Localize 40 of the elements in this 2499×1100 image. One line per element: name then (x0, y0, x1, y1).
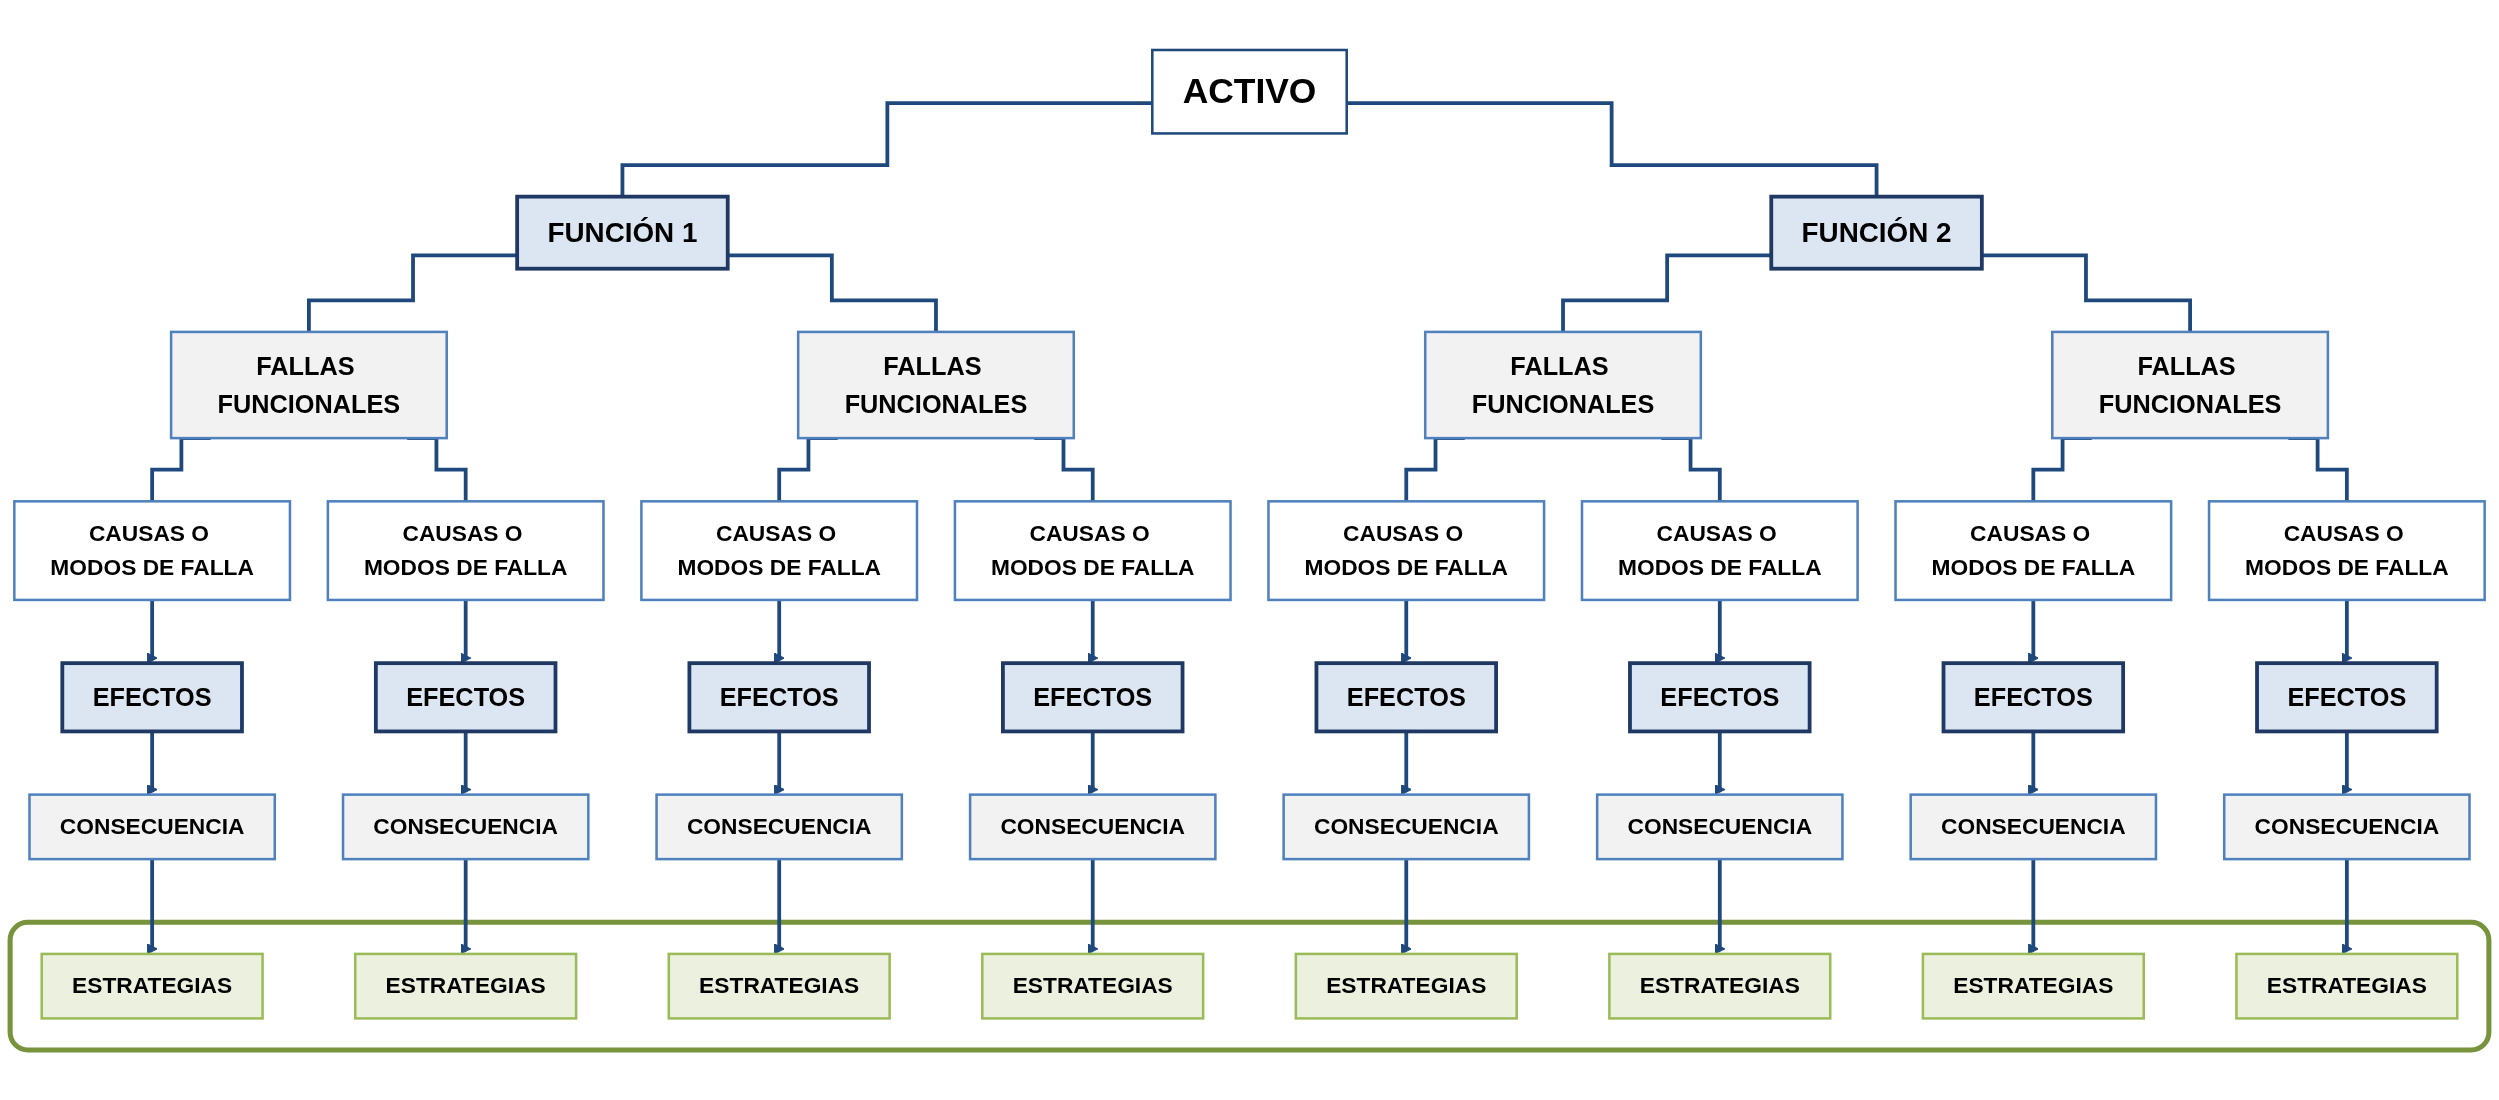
node-box: FALLAS FUNCIONALES (169, 330, 448, 440)
node-box: CONSECUENCIA (28, 793, 277, 861)
node-box: CONSECUENCIA (1595, 793, 1844, 861)
node-box: FALLAS FUNCIONALES (1423, 330, 1703, 440)
node-box: CAUSAS O MODOS DE FALLA (326, 500, 605, 602)
node-box: CONSECUENCIA (1909, 793, 2158, 861)
node-box: ESTRATEGIAS (40, 952, 264, 1020)
node-box: EFECTOS (60, 661, 244, 734)
node-box: FUNCIÓN 2 (1769, 194, 1984, 271)
node-box: FALLAS FUNCIONALES (796, 330, 1076, 440)
node-box: CAUSAS O MODOS DE FALLA (640, 500, 919, 602)
node-box: CAUSAS O MODOS DE FALLA (2207, 500, 2486, 602)
node-box: EFECTOS (1941, 661, 2126, 734)
node-box: CONSECUENCIA (1282, 793, 1531, 861)
node-box: ACTIVO (1151, 48, 1348, 135)
node-box: FUNCIÓN 1 (515, 194, 730, 271)
node-box: CAUSAS O MODOS DE FALLA (13, 500, 292, 602)
node-box: CONSECUENCIA (655, 793, 904, 861)
node-box: ESTRATEGIAS (667, 952, 891, 1020)
node-box: ESTRATEGIAS (354, 952, 578, 1020)
node-box: CONSECUENCIA (2222, 793, 2471, 861)
node-box: ESTRATEGIAS (2235, 952, 2459, 1020)
node-box: CAUSAS O MODOS DE FALLA (953, 500, 1232, 602)
node-box: ESTRATEGIAS (981, 952, 1205, 1020)
node-box: CONSECUENCIA (341, 793, 590, 861)
node-box: EFECTOS (373, 661, 558, 734)
node-box: EFECTOS (687, 661, 871, 734)
node-box: CAUSAS O MODOS DE FALLA (1894, 500, 2173, 602)
node-box: EFECTOS (1314, 661, 1498, 734)
node-box: ESTRATEGIAS (1921, 952, 2145, 1020)
node-box: ESTRATEGIAS (1294, 952, 1518, 1020)
node-box: CONSECUENCIA (968, 793, 1217, 861)
node-box: ESTRATEGIAS (1608, 952, 1832, 1020)
cluster (7, 919, 2492, 1053)
node-box: CAUSAS O MODOS DE FALLA (1267, 500, 1546, 602)
node-box: EFECTOS (2255, 661, 2439, 734)
node-box: EFECTOS (1628, 661, 1812, 734)
node-box: CAUSAS O MODOS DE FALLA (1580, 500, 1859, 602)
node-box: FALLAS FUNCIONALES (2051, 330, 2330, 440)
node-box: EFECTOS (1001, 661, 1185, 734)
